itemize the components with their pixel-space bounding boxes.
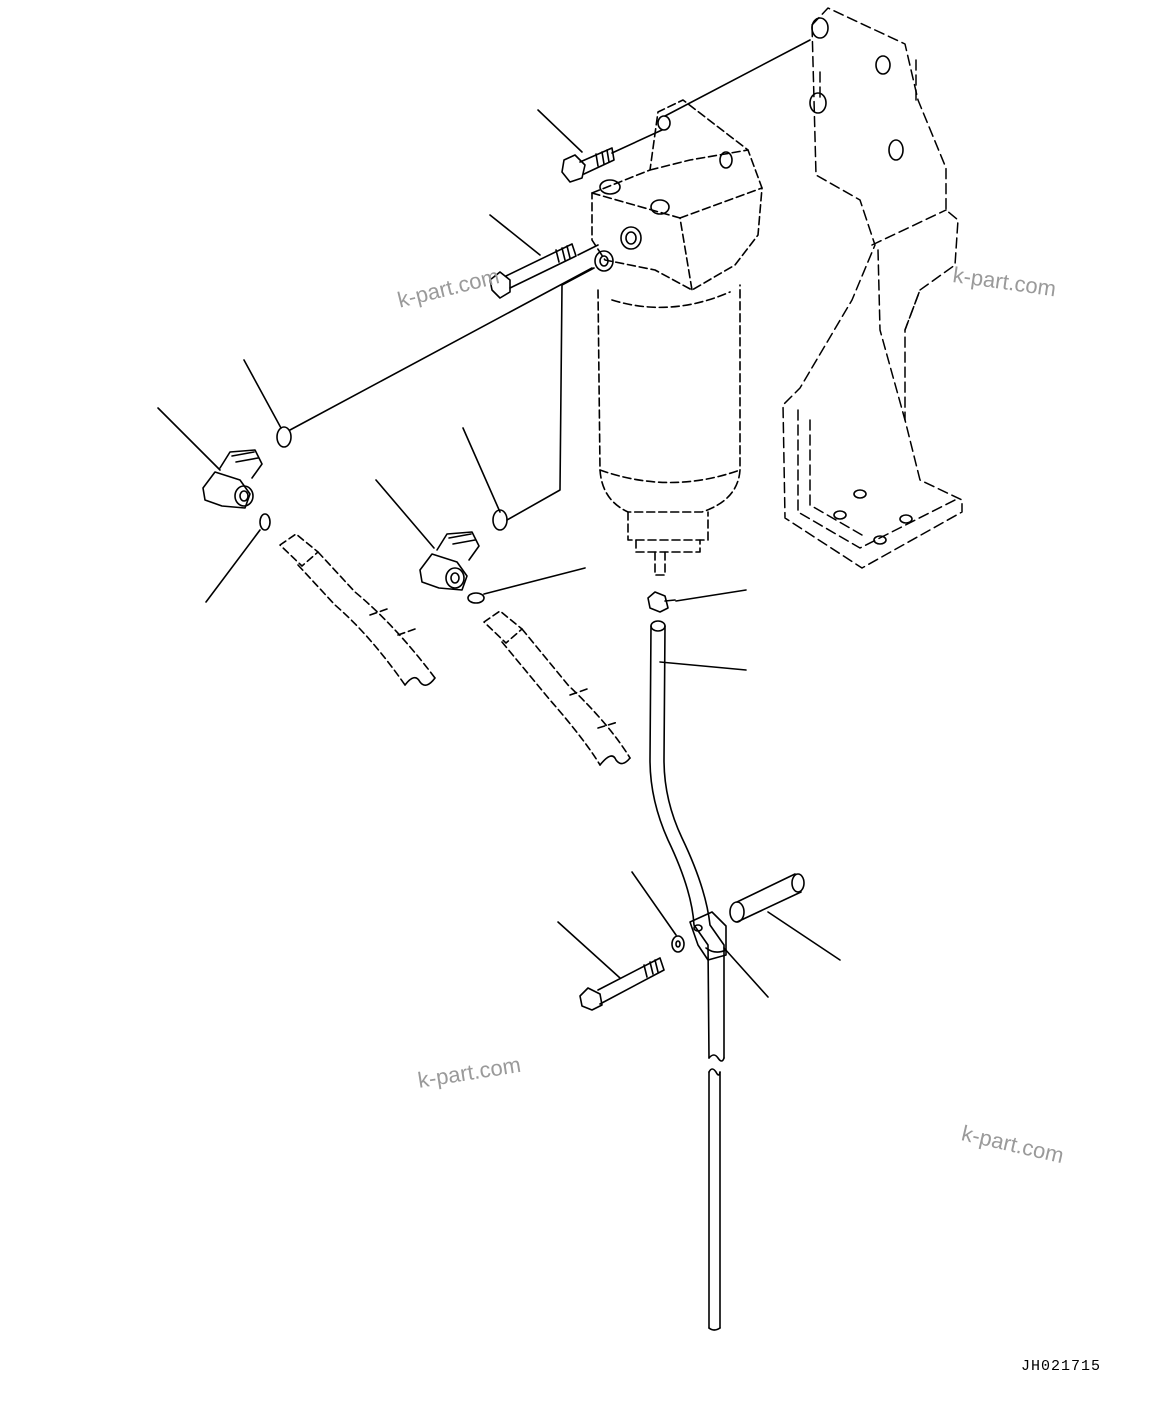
leader-line [462, 427, 501, 513]
leader-line [664, 39, 811, 117]
leader-line [577, 244, 599, 256]
filter-head-ports [594, 115, 733, 272]
drain-tube [649, 620, 725, 1059]
tube-clamp [689, 911, 727, 961]
upper-bolt [561, 147, 615, 183]
leader-line [157, 407, 221, 471]
leader-line [375, 479, 435, 549]
tube-break [708, 1054, 725, 1062]
elbow-fitting [419, 531, 480, 591]
mounting-bracket [782, 7, 963, 569]
elbow-fitting [202, 449, 263, 509]
tube-break [708, 1068, 721, 1076]
bracket-holes [809, 17, 913, 545]
spacer-collar [729, 873, 805, 923]
leader-line [537, 109, 583, 153]
leader-line [557, 921, 621, 979]
leader-line [289, 267, 593, 431]
filter-head [591, 99, 763, 291]
leader-line [611, 129, 663, 154]
leader-line [506, 267, 595, 521]
o-ring [259, 513, 271, 531]
leader-line [723, 947, 769, 998]
leader-line [631, 871, 677, 936]
leader-line [205, 529, 261, 603]
leader-line [675, 589, 747, 602]
hose-cut [404, 676, 436, 686]
washer [675, 940, 681, 948]
fuel-hose [279, 533, 436, 686]
o-ring [276, 426, 292, 448]
fuel-hose [483, 610, 631, 766]
drain-tube-lower [708, 1071, 721, 1331]
lower-bolt [579, 957, 665, 1011]
washer [671, 935, 685, 953]
o-ring [467, 592, 485, 604]
leader-line [767, 911, 841, 961]
leader-line [659, 661, 747, 671]
hose-cut [599, 755, 631, 766]
leader-line [483, 567, 586, 595]
leader-line [243, 359, 282, 429]
filter-element [597, 284, 741, 576]
drawing-code: JH021715 [1021, 1358, 1102, 1375]
long-bolt [489, 243, 577, 299]
leader-line [489, 214, 541, 256]
drain-connector [647, 591, 676, 613]
o-ring [492, 509, 508, 531]
